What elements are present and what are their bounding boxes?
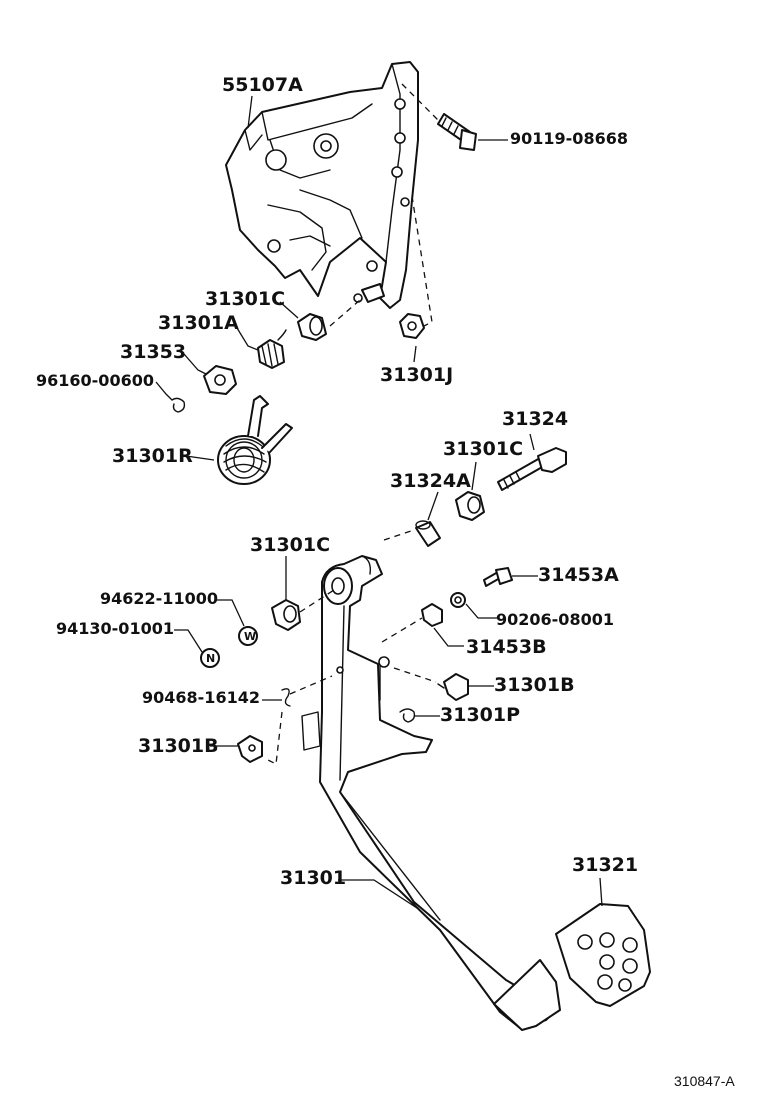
torsion-spring-31301R (217, 395, 293, 485)
label-31301R: 31301R (112, 445, 193, 467)
label-31321: 31321 (572, 854, 639, 876)
label-31453A: 31453A (538, 564, 619, 586)
label-31301C-left: 31301C (250, 534, 331, 556)
nut-31453B (421, 603, 443, 627)
label-31301: 31301 (280, 867, 347, 889)
bolt-31453A (483, 567, 513, 587)
washer-90206-08001 (450, 592, 466, 608)
label-31453B: 31453B (466, 636, 547, 658)
bushing-31301C-top (297, 313, 327, 341)
pedal-pad-31321 (555, 903, 651, 1007)
label-31324: 31324 (502, 408, 569, 430)
spring-31301A (257, 329, 287, 369)
label-90119-08668: 90119-08668 (510, 129, 628, 148)
nut-symbol: N (206, 652, 215, 665)
label-31301B-left: 31301B (138, 735, 219, 757)
cushion-31353 (203, 365, 237, 395)
stopper-31301B-right (437, 673, 469, 701)
leader-lines (155, 95, 603, 911)
label-96160-00600: 96160-00600 (36, 371, 154, 390)
clip-31301P (399, 708, 416, 723)
bushing-31301C-left (271, 599, 301, 631)
pin-90468-16142 (281, 688, 291, 707)
label-31301J: 31301J (380, 364, 454, 386)
bolt-90119-08668 (437, 113, 477, 151)
label-31301B-right: 31301B (494, 674, 575, 696)
label-94130-01001: 94130-01001 (56, 619, 174, 638)
label-31301P: 31301P (440, 704, 521, 726)
nut-94130-01001 (200, 648, 220, 668)
bolt-31324 (497, 447, 567, 491)
label-31301C-top: 31301C (205, 288, 286, 310)
reference-code: 310847-A (674, 1073, 735, 1089)
label-90206-08001: 90206-08001 (496, 610, 614, 629)
bushing-31301C-mid (455, 491, 485, 521)
clip-96160-00600 (171, 397, 186, 413)
label-31353: 31353 (120, 341, 187, 363)
pedal-bracket-55107A (225, 61, 419, 309)
label-31301A: 31301A (158, 312, 239, 334)
washer-94622-11000 (238, 626, 258, 646)
label-31301C-mid: 31301C (443, 438, 524, 460)
assembly-lines (263, 83, 439, 765)
pedal-arm-31301 (301, 555, 561, 1031)
label-90468-16142: 90468-16142 (142, 688, 260, 707)
nut-31301J (399, 313, 425, 339)
label-31324A: 31324A (390, 470, 471, 492)
washer-symbol: W (244, 630, 256, 643)
label-94622-11000: 94622-11000 (100, 589, 218, 608)
collar-31324A (415, 520, 441, 547)
stopper-31301B-left (237, 735, 263, 763)
label-55107A: 55107A (222, 74, 303, 96)
